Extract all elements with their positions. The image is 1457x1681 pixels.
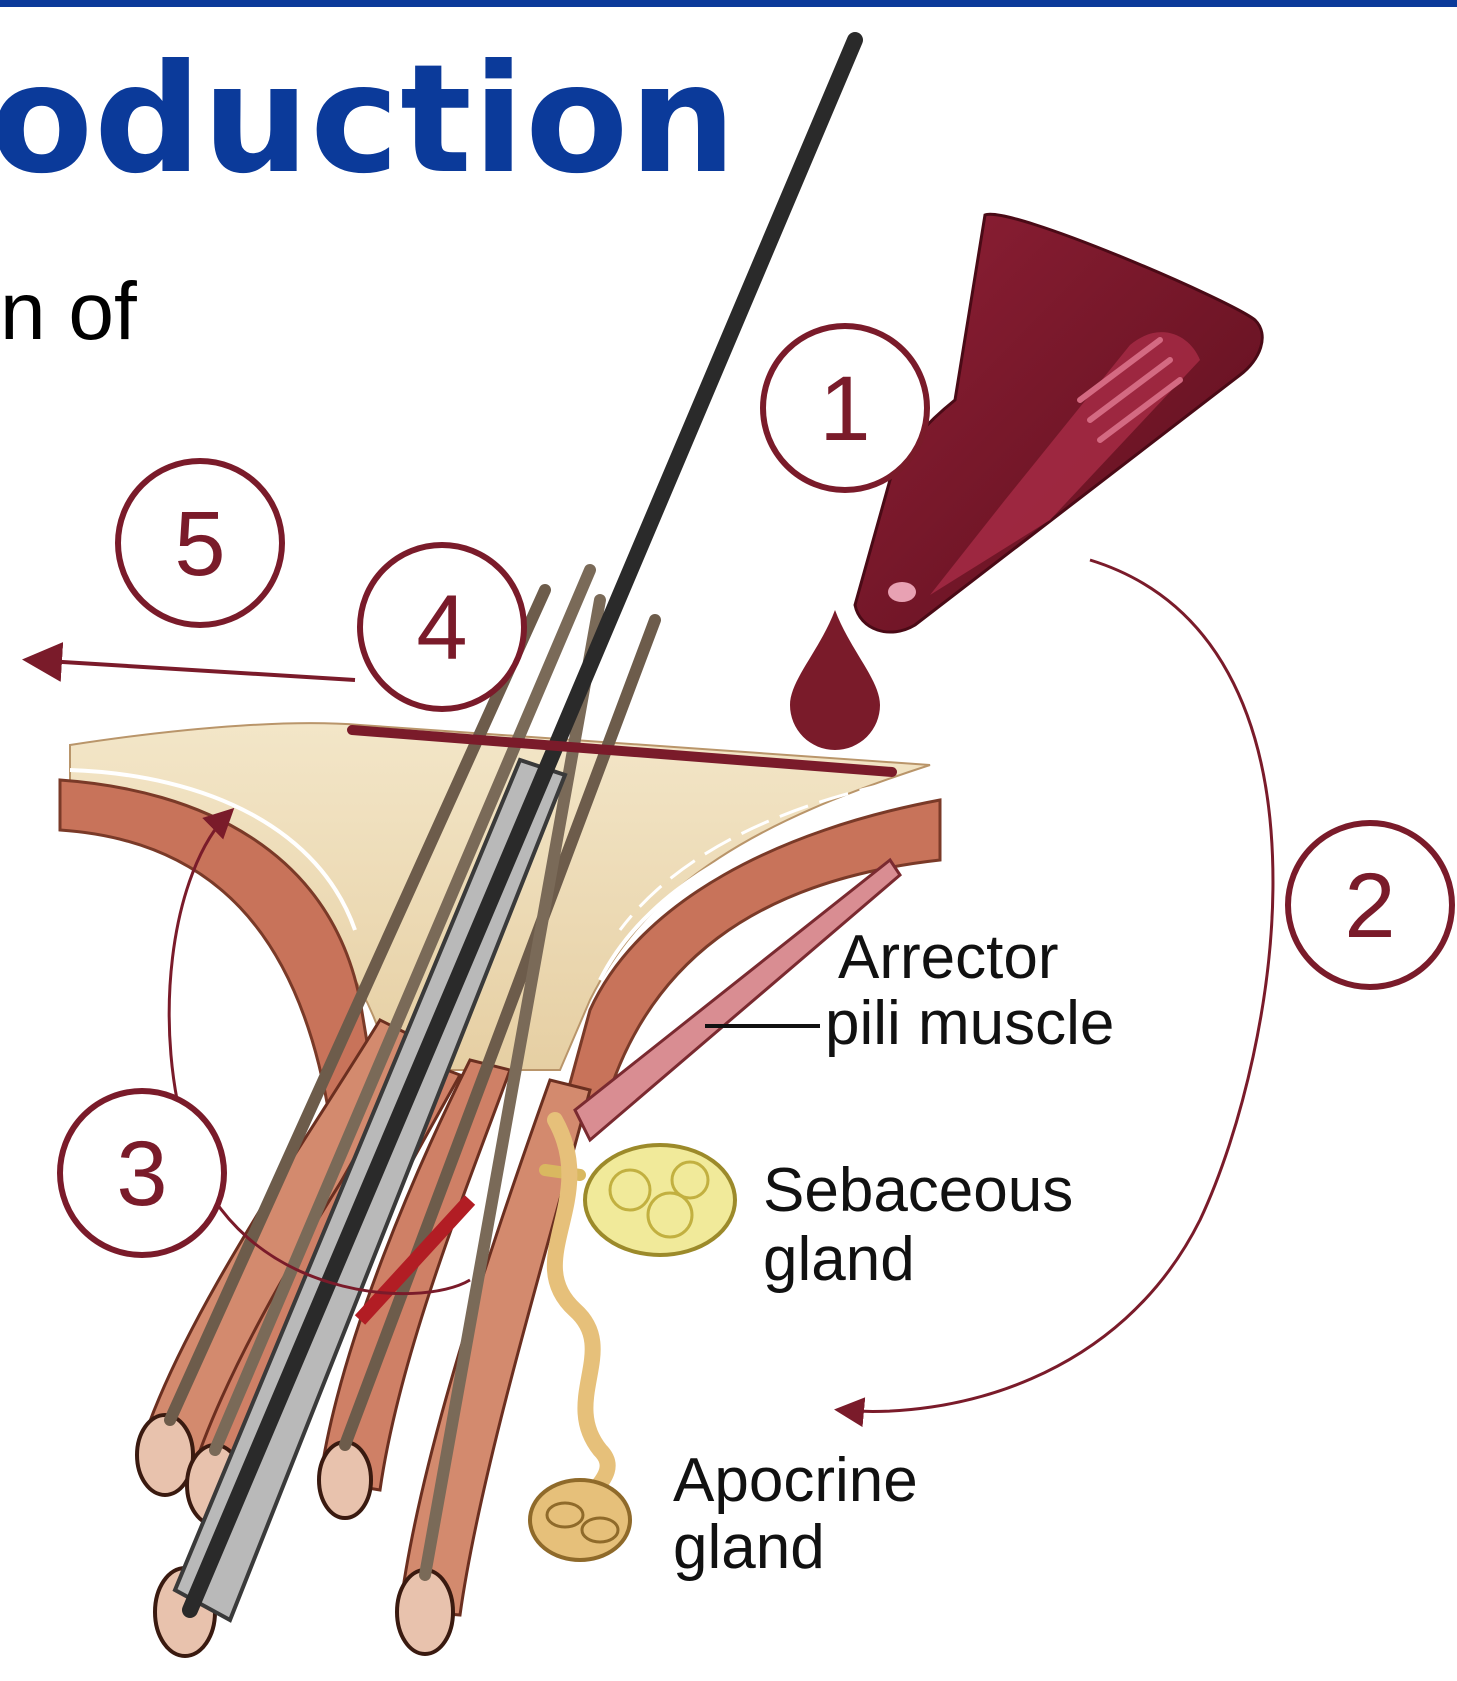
label-arrector-line1: Arrector (838, 923, 1058, 992)
step-number-1: 1 (819, 358, 870, 460)
step-number-5: 5 (174, 493, 225, 595)
label-apocrine-line1: Apocrine (673, 1446, 918, 1515)
label-arrector-line2: pili muscle (825, 989, 1114, 1058)
arrow-step5 (30, 660, 355, 680)
follicle-bulb (397, 1570, 453, 1654)
follicle-bulb (137, 1415, 193, 1495)
step-number-4: 4 (416, 577, 467, 679)
step-number-2: 2 (1344, 855, 1395, 957)
label-apocrine-line2: gland (673, 1513, 825, 1582)
label-sebaceous-line2: gland (763, 1225, 915, 1294)
follicle-bulb (319, 1442, 371, 1518)
step-number-3: 3 (116, 1123, 167, 1225)
label-sebaceous-line1: Sebaceous (763, 1156, 1073, 1225)
drop-icon (790, 610, 880, 750)
